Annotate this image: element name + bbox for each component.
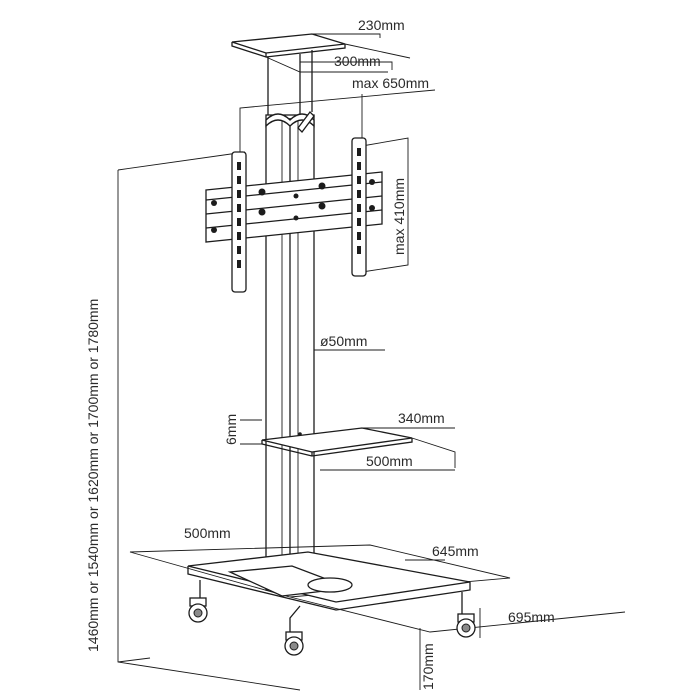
- max-vesa-width-label: max 650mm: [352, 75, 429, 91]
- pole-diameter-label: ø50mm: [320, 333, 367, 349]
- height-dimension-plane: [117, 151, 301, 691]
- top-shelf: [231, 33, 346, 118]
- middle-shelf-depth-label: 340mm: [398, 410, 445, 426]
- base-dimension-plane: [129, 544, 626, 690]
- bracket-holes: [211, 179, 375, 233]
- base-depth-front-label: 645mm: [432, 543, 479, 559]
- top-shelf-dimension-lines: [265, 33, 411, 73]
- vertical-arm-slots: [237, 148, 361, 268]
- vesa-height-dimension-plane: [361, 137, 409, 273]
- top-shelf-width-label: 300mm: [334, 53, 381, 69]
- caster-right: [456, 613, 476, 638]
- vesa-bracket: [205, 137, 383, 293]
- base-depth-side-label: 695mm: [508, 609, 555, 625]
- top-shelf-depth-label: 230mm: [358, 17, 405, 33]
- middle-shelf-dimension-lines: [240, 419, 456, 471]
- caster-front: [284, 631, 304, 656]
- base-frame: [187, 551, 471, 640]
- total-height-options-label: 1460mm or 1540mm or 1620mm or 1700mm or …: [85, 299, 101, 652]
- middle-shelf-width-label: 500mm: [366, 453, 413, 469]
- base-height-label: 170mm: [420, 643, 436, 690]
- shelf-thickness-label: 6mm: [223, 414, 239, 445]
- base-width-label: 500mm: [184, 525, 231, 541]
- max-vesa-height-label: max 410mm: [391, 178, 407, 255]
- caster-left: [188, 597, 208, 623]
